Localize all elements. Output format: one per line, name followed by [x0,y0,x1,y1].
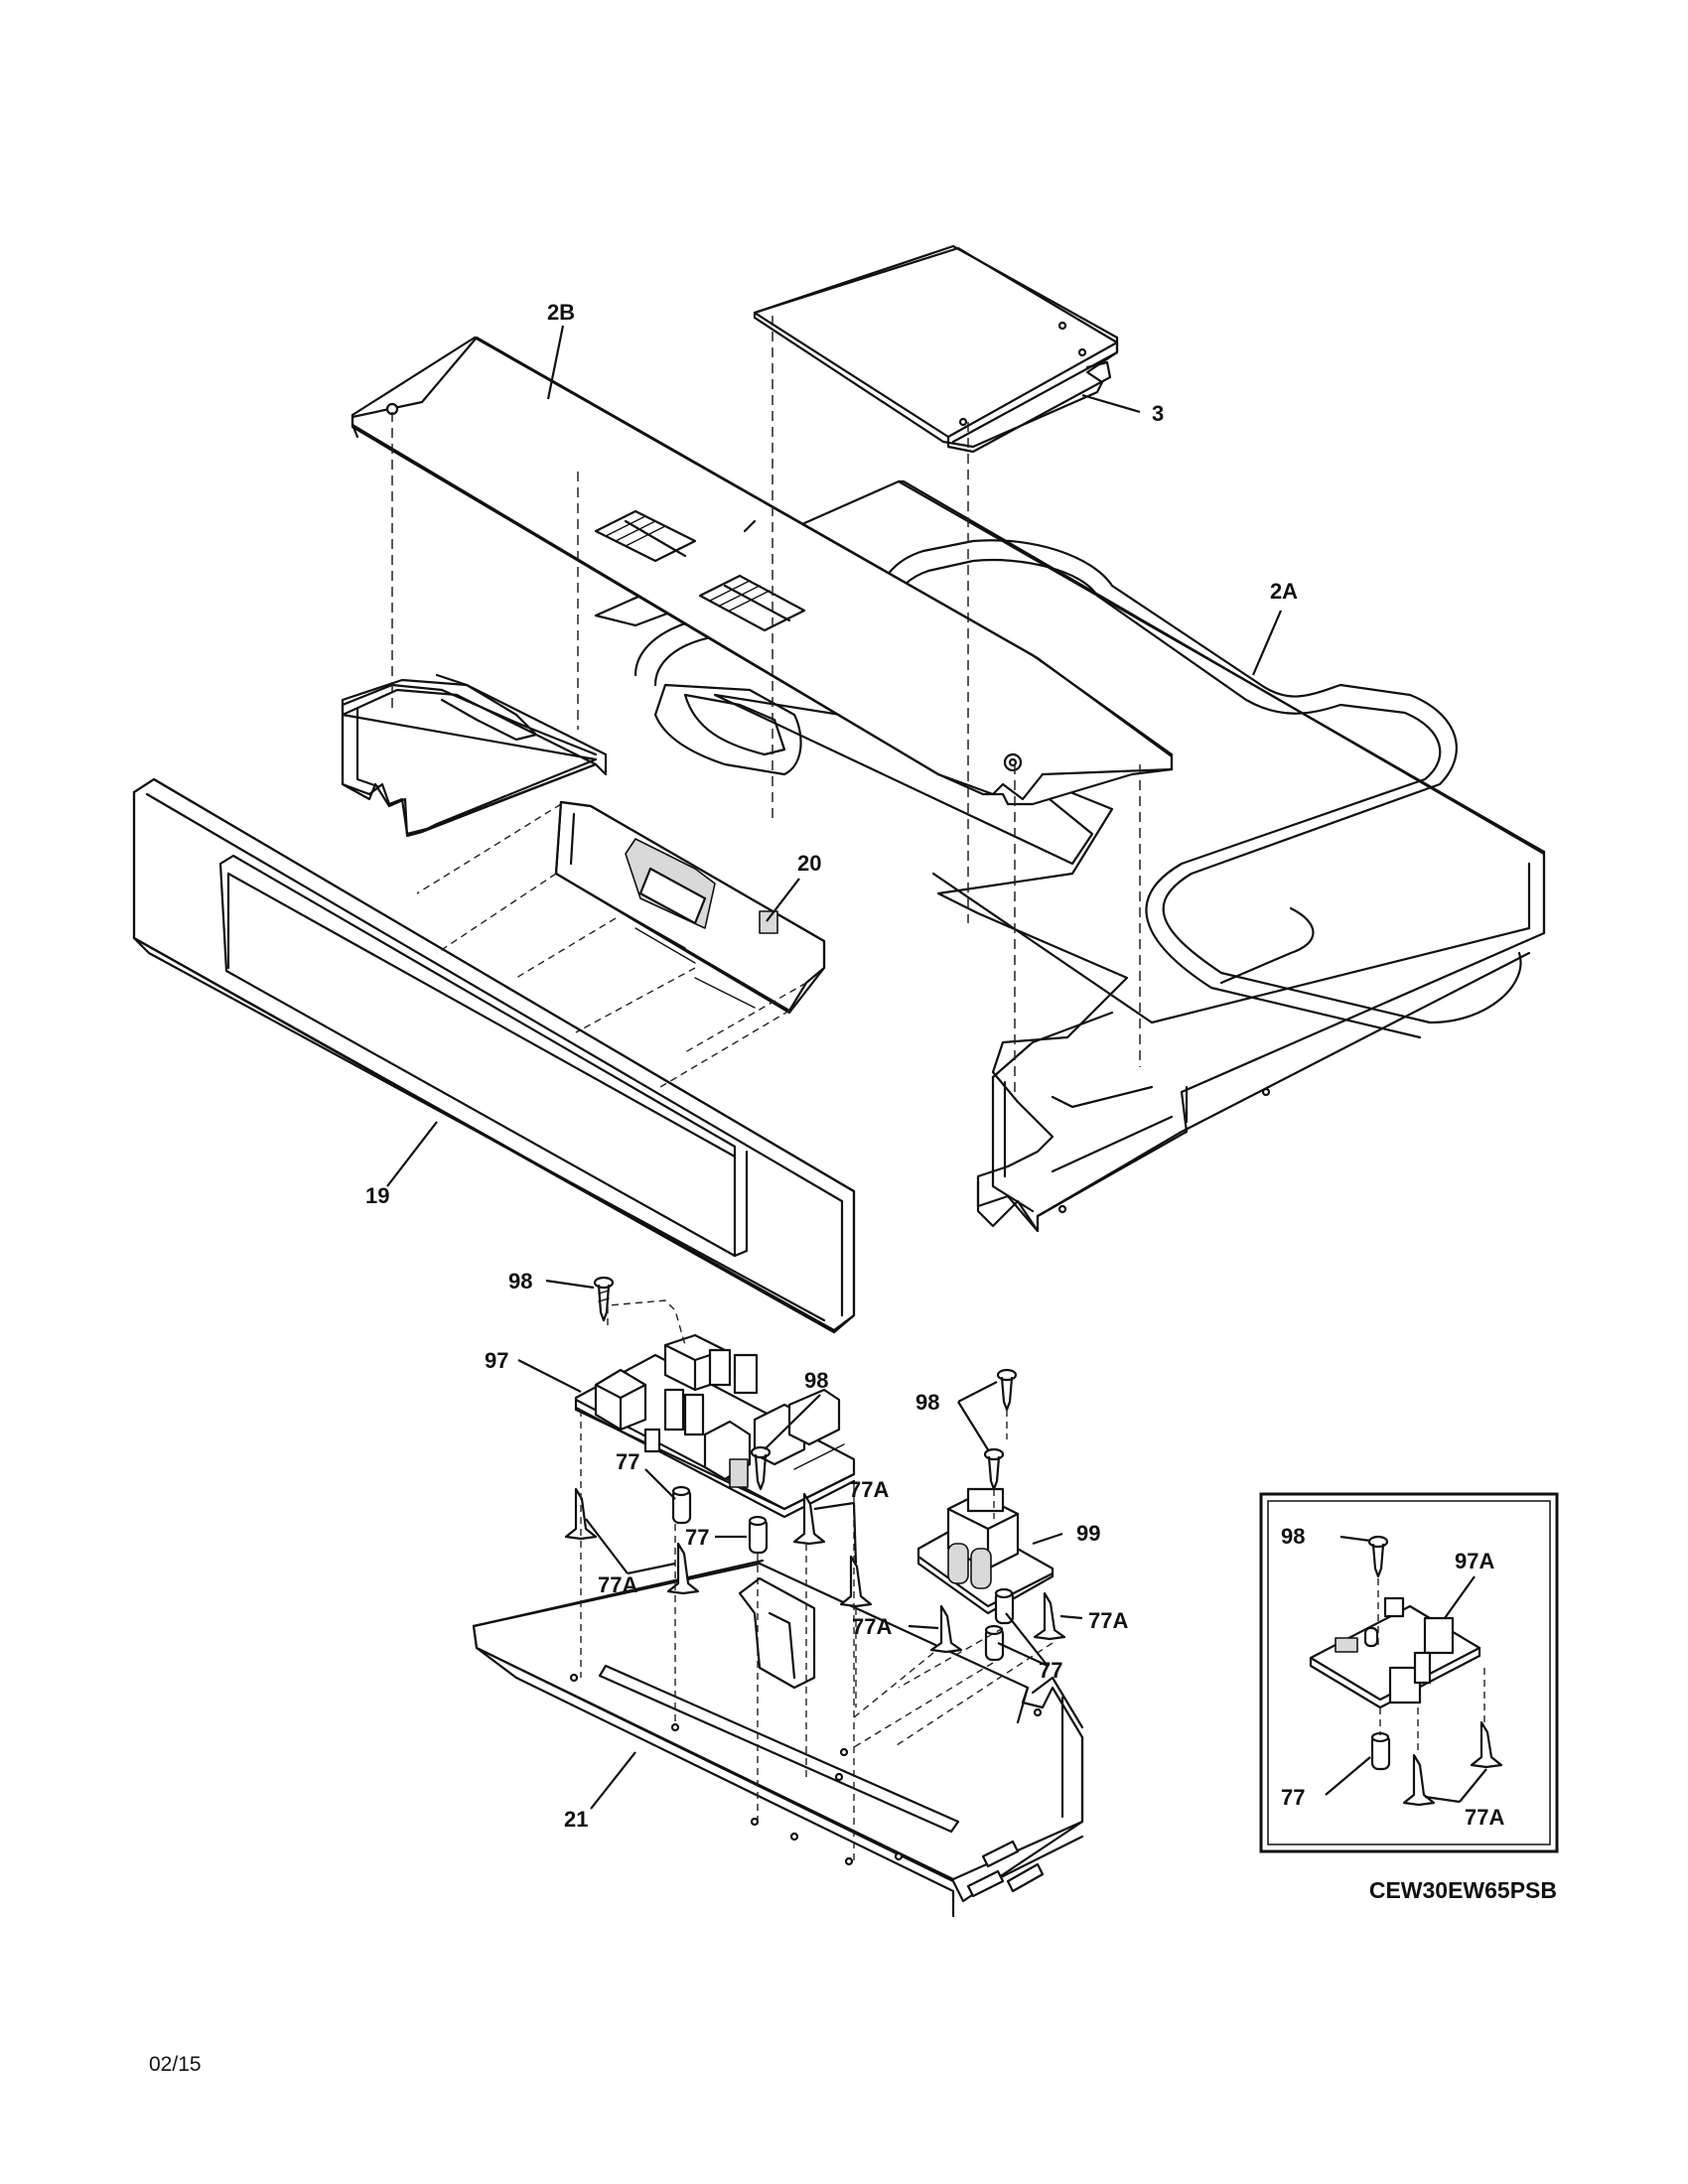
inset-97a-box [1259,1492,1559,1853]
inset-callout-98: 98 [1281,1524,1305,1549]
standoff-77-a [671,1485,692,1525]
pushpin-77a-e [929,1604,963,1654]
callout-3: 3 [1152,401,1164,426]
screw-98-right-a [996,1368,1018,1412]
callout-77a-b: 77A [598,1572,637,1597]
standoff-77-b [748,1515,769,1555]
part-21-bottom-tray [472,1559,1084,1918]
inset-callout-77a: 77A [1465,1805,1504,1830]
callout-19: 19 [365,1183,389,1208]
leader-lines [386,325,1487,1810]
pushpin-77a-a [564,1487,598,1541]
callout-2a: 2A [1270,579,1298,604]
model-number: CEW30EW65PSB [1369,1877,1557,1903]
part-3-cover-box [753,244,1119,454]
callout-77a-c: 77A [852,1614,892,1639]
callout-77-a: 77 [616,1449,639,1474]
part-99-transformer-board [916,1487,1055,1615]
callout-98-top: 98 [508,1269,532,1294]
callout-21: 21 [564,1807,588,1832]
callout-labels: 2B 3 2A 20 19 98 97 98 98 77 77A 77 77A … [365,300,1504,1832]
callout-20: 20 [797,851,821,876]
screw-98-top [593,1276,615,1322]
callout-99: 99 [1076,1521,1100,1546]
assembly-lines [391,316,1141,1861]
callout-77-b: 77 [685,1525,709,1550]
callout-2b: 2B [547,300,575,325]
part-97-relay-board [574,1333,856,1519]
callout-98-right: 98 [915,1390,939,1415]
pushpin-77a-d [839,1555,873,1608]
callout-98-mid: 98 [804,1368,828,1393]
part-2b-vent-trim [351,336,1174,806]
callout-77a-a: 77A [849,1477,889,1502]
callout-77a-d: 77A [1088,1608,1128,1633]
pushpin-77a-c [792,1492,826,1546]
pushpin-77a-f [1033,1591,1066,1641]
inset-callout-77: 77 [1281,1785,1305,1810]
date-code: 02/15 [149,2053,202,2076]
pushpin-77a-b [666,1542,700,1595]
part-19-panel-trim [132,777,856,1334]
inset-callout-97a: 97A [1455,1549,1494,1573]
callout-77-c: 77 [1039,1658,1062,1683]
callout-97: 97 [485,1348,508,1373]
part-20-control-board [554,800,826,1015]
screw-98-right-b [983,1447,1005,1491]
